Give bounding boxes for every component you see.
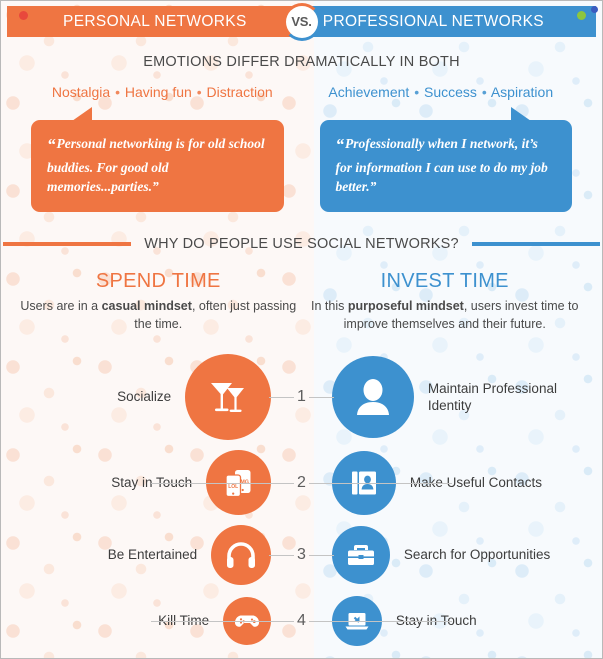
emotion-word: Achievement: [328, 84, 410, 100]
mode-sub-bold: casual mindset: [101, 298, 192, 313]
quote-bubble-personal-wrap: “Personal networking is for old school b…: [31, 107, 284, 212]
mode-sub-bold: purposeful mindset: [347, 298, 464, 313]
bullet-separator-icon: •: [481, 84, 487, 100]
row-right-side: Search for Opportunities: [331, 526, 602, 585]
emotion-word: Aspiration: [490, 84, 554, 100]
bubble-tail-orange: [59, 107, 92, 121]
quote-bubble-personal: “Personal networking is for old school b…: [31, 120, 284, 212]
row-connector-2: 2: [151, 473, 452, 492]
quote-bubble-professional-wrap: “Professionally when I network, it’s for…: [319, 107, 572, 212]
cocktail-glasses-icon: [211, 383, 245, 413]
divider-line-blue: [471, 241, 600, 246]
modes-row: SPEND TIME Users are in a casual mindset…: [1, 270, 602, 334]
icon-circle-be-entertained[interactable]: [211, 525, 272, 586]
icon-circle-professional-identity[interactable]: [331, 356, 414, 439]
emotion-words-personal: Nostalgia • Having fun • Distraction: [23, 84, 302, 100]
mode-sub-invest: In this purposeful mindset, users invest…: [302, 298, 589, 334]
header-title-professional: PROFESSIONAL NETWORKS: [303, 6, 596, 37]
mode-invest-time: INVEST TIME In this purposeful mindset, …: [302, 270, 589, 334]
comparison-row: Be Entertained 3: [1, 520, 602, 590]
header-title-personal: PERSONAL NETWORKS: [7, 6, 304, 37]
mode-spend-time: SPEND TIME Users are in a casual mindset…: [15, 270, 302, 334]
red-dot-icon: [19, 11, 28, 20]
comparison-row: Stay in Touch OMG LOL: [1, 445, 602, 520]
header-bar: PERSONAL NETWORKS PROFESSIONAL NETWORKS …: [7, 2, 596, 41]
vs-badge: VS.: [282, 2, 321, 41]
row-connector-3: 3: [269, 546, 334, 564]
emotion-word: Success: [424, 84, 477, 100]
icon-circle-search-opportunities[interactable]: [331, 526, 390, 585]
briefcase-icon: [347, 545, 374, 566]
svg-text:LOL: LOL: [228, 484, 238, 490]
connector-line-left: [151, 621, 295, 623]
row-number: 2: [297, 473, 306, 491]
open-quote-icon: “: [47, 135, 56, 154]
row-connector-1: 1: [269, 388, 334, 406]
comparison-row: Kill Time: [1, 590, 602, 652]
bullet-separator-icon: •: [115, 84, 120, 100]
bubble-tail-blue: [511, 107, 544, 121]
green-dot-icon: [577, 11, 586, 20]
quote-text-personal: Personal networking is for old school bu…: [47, 136, 265, 195]
blue-dot-icon: [591, 6, 598, 13]
mode-title-invest: INVEST TIME: [380, 269, 509, 292]
quote-bubbles-row: “Personal networking is for old school b…: [1, 107, 602, 212]
bullet-separator-icon: •: [196, 84, 202, 100]
row-label-left: Socialize: [117, 389, 172, 405]
divider-line-orange: [3, 241, 132, 246]
row-number: 1: [297, 388, 306, 406]
connector-line-left: [151, 482, 295, 484]
person-silhouette-icon: [356, 379, 389, 416]
connector-line-right: [308, 482, 452, 484]
icon-circle-socialize[interactable]: [185, 354, 272, 441]
row-label-right: Search for Opportunities: [403, 547, 551, 563]
headphones-icon: [227, 542, 256, 569]
emotions-title: EMOTIONS DIFFER DRAMATICALLY IN BOTH: [143, 54, 460, 70]
quote-bubble-professional: “Professionally when I network, it’s for…: [319, 120, 572, 212]
section-divider: WHY DO PEOPLE USE SOCIAL NETWORKS?: [1, 236, 602, 252]
row-left-side: Socialize: [1, 354, 272, 441]
row-number: 4: [297, 612, 306, 630]
mode-sub-pre: In this: [311, 298, 348, 313]
comparison-rows: Socialize: [1, 349, 602, 652]
divider-title: WHY DO PEOPLE USE SOCIAL NETWORKS?: [144, 235, 459, 252]
emotion-word: Nostalgia: [51, 84, 111, 100]
mode-sub-spend: Users are in a casual mindset, often jus…: [15, 298, 302, 334]
connector-line-right: [308, 621, 452, 623]
row-right-side: Maintain Professional Identity: [331, 356, 602, 439]
row-label-right: Maintain Professional Identity: [427, 380, 557, 414]
emotion-words-professional: Achievement • Success • Aspiration: [302, 84, 581, 100]
mode-sub-pre: Users are in a: [20, 298, 102, 313]
emotion-words-row: Nostalgia • Having fun • Distraction Ach…: [1, 84, 602, 100]
row-left-side: Be Entertained: [1, 525, 272, 586]
row-number: 3: [297, 546, 306, 564]
quote-text-professional: Professionally when I network, it’s for …: [335, 136, 548, 195]
mode-title-spend: SPEND TIME: [95, 269, 221, 292]
row-connector-4: 4: [151, 612, 452, 630]
comparison-row: Socialize: [1, 349, 602, 445]
open-quote-icon: “: [335, 135, 345, 154]
emotion-word: Distraction: [206, 84, 273, 100]
row-label-left: Be Entertained: [107, 547, 198, 563]
bullet-separator-icon: •: [414, 84, 420, 100]
emotion-word: Having fun: [124, 84, 192, 100]
